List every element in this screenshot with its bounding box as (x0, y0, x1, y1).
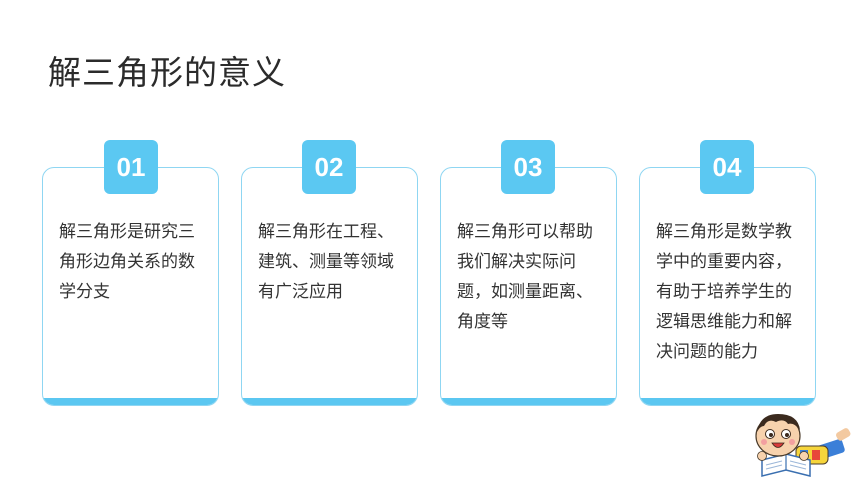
info-card-2: 解三角形在工程、建筑、测量等领域有广泛应用 (241, 167, 418, 406)
card-2-accent-bar (242, 398, 417, 405)
card-4-text: 解三角形是数学教学中的重要内容，有助于培养学生的逻辑思维能力和解决问题的能力 (656, 222, 792, 362)
reading-child-icon (755, 414, 851, 477)
card-1-accent-bar (43, 398, 218, 405)
card-2-number-badge: 02 (302, 140, 356, 194)
info-card-3: 解三角形可以帮助我们解决实际问题，如测量距离、角度等 (440, 167, 617, 406)
card-3-number-badge: 03 (501, 140, 555, 194)
card-2-text: 解三角形在工程、建筑、测量等领域有广泛应用 (258, 222, 394, 302)
info-card-4: 解三角形是数学教学中的重要内容，有助于培养学生的逻辑思维能力和解决问题的能力 (639, 167, 816, 406)
card-1-number-badge: 01 (104, 140, 158, 194)
card-3-text: 解三角形可以帮助我们解决实际问题，如测量距离、角度等 (457, 222, 593, 332)
page-title: 解三角形的意义 (48, 53, 286, 92)
card-4-accent-bar (640, 398, 815, 405)
card-3-accent-bar (441, 398, 616, 405)
info-card-1: 解三角形是研究三角形边角关系的数学分支 (42, 167, 219, 406)
card-4-number-badge: 04 (700, 140, 754, 194)
card-1-text: 解三角形是研究三角形边角关系的数学分支 (59, 222, 195, 302)
